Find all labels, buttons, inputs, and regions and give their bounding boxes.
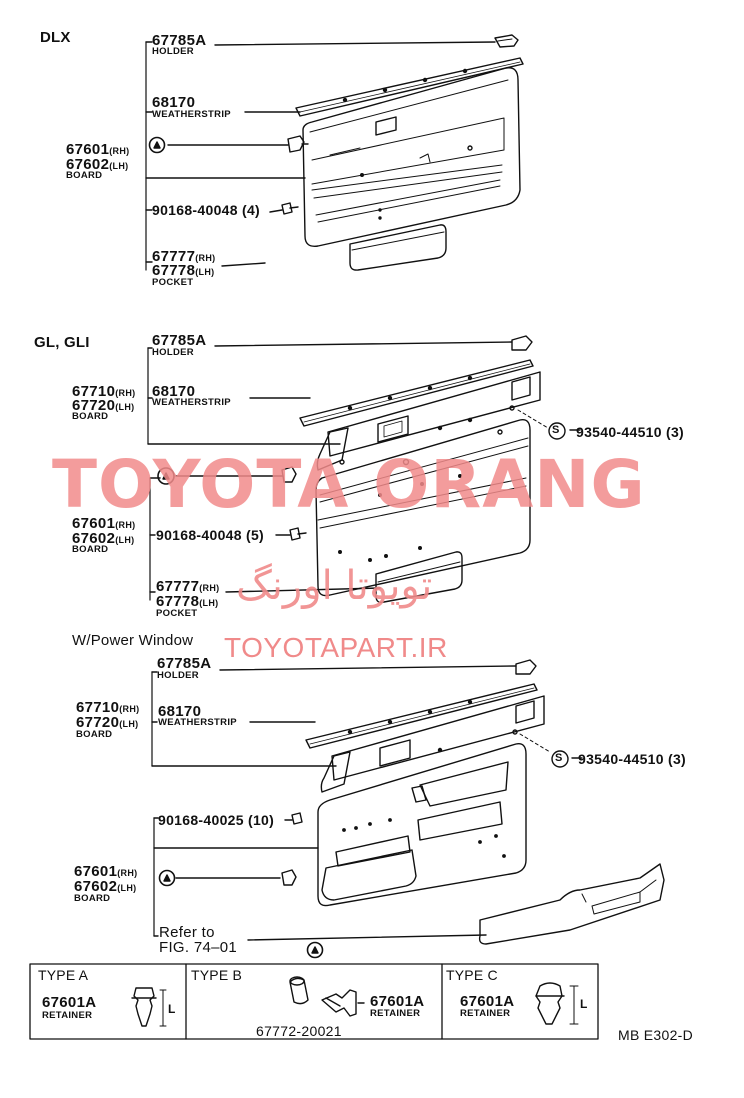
dlx-holder	[494, 34, 519, 48]
dlx-retainer	[287, 135, 305, 153]
pw-board2-pn-rh: 67710(RH)	[76, 699, 140, 716]
gl-holder-name: HOLDER	[152, 347, 194, 358]
pw-upper-panel	[331, 695, 545, 781]
type-c-retainer	[535, 982, 563, 1025]
type-b-title: TYPE B	[191, 967, 242, 983]
refer-to-text: Refer to	[159, 924, 215, 941]
dlx-ws-pn: 68170	[152, 94, 196, 111]
gl-pocket-pn-rh: 67777(RH)	[156, 578, 220, 595]
triangle-markers	[148, 136, 324, 959]
pw-armrest	[478, 863, 665, 945]
refer-fig-text: FIG. 74–01	[159, 939, 238, 956]
gl-board-name: BOARD	[72, 544, 109, 555]
gl-pocket-name: POCKET	[156, 608, 198, 619]
dlx-board-name: BOARD	[66, 170, 103, 181]
type-c-pn: 67601A	[460, 993, 515, 1010]
dlx-group	[145, 34, 524, 271]
pw-board-pn-rh: 67601(RH)	[74, 863, 138, 880]
type-a-name: RETAINER	[42, 1010, 93, 1021]
gl-retainer	[281, 466, 297, 483]
watermark-persian: تویوتا اورنگ	[236, 563, 433, 609]
gl-screw	[289, 527, 301, 541]
gl-ws-pn: 68170	[152, 383, 196, 400]
dlx-screw-pn: 90168-40048 (4)	[152, 202, 261, 218]
gl-board2-name: BOARD	[72, 411, 109, 422]
pw-clip-pn: 93540-44510 (3)	[578, 751, 687, 767]
pw-group	[151, 659, 665, 945]
section-dlx: DLX	[40, 29, 71, 46]
gl-screw-pn: 90168-40048 (5)	[156, 527, 265, 543]
pw-board-pn-lh: 67602(LH)	[74, 878, 137, 895]
triangle-marker-icon	[306, 941, 324, 959]
gl-holder	[511, 335, 533, 351]
gl-ws-name: WEATHERSTRIP	[152, 397, 231, 408]
triangle-marker-icon	[157, 467, 175, 485]
gl-board2-pn-rh: 67710(RH)	[72, 383, 136, 400]
dlx-weatherstrip	[295, 57, 524, 117]
triangle-marker-icon	[148, 136, 166, 154]
type-b-grommet	[289, 977, 309, 1005]
type-b-pn: 67601A	[370, 993, 425, 1010]
type-a-l: L	[168, 1002, 176, 1016]
gl-group	[147, 335, 581, 604]
triangle-marker-icon	[158, 869, 176, 887]
gl-holder-pn: 67785A	[152, 332, 207, 349]
type-a-title: TYPE A	[38, 967, 89, 983]
type-c-title: TYPE C	[446, 967, 498, 983]
watermark-site: TOYOTAPART.IR	[224, 632, 448, 663]
pw-holder	[515, 659, 537, 675]
gl-door-board	[315, 419, 531, 597]
section-power-window: W/Power Window	[72, 632, 194, 649]
gl-board2-pn-lh: 67720(LH)	[72, 397, 135, 414]
s-marker-icon	[551, 750, 569, 768]
dlx-pocket-pn-lh: 67778(LH)	[152, 262, 215, 279]
pw-ws-pn: 68170	[158, 703, 202, 720]
pw-ws-name: WEATHERSTRIP	[158, 717, 237, 728]
gl-weatherstrip	[299, 359, 534, 427]
pw-holder-pn: 67785A	[157, 655, 212, 672]
s-marker-icon	[548, 422, 566, 440]
figure-code: MB E302-D	[618, 1027, 694, 1043]
dlx-pocket-pn-rh: 67777(RH)	[152, 248, 216, 265]
type-b-name: RETAINER	[370, 1008, 421, 1019]
watermark-main: TOYOTA ORANG	[52, 446, 646, 523]
type-b-part: 67772-20021	[256, 1023, 342, 1039]
dlx-holder-pn: 67785A	[152, 32, 207, 49]
dlx-pocket-name: POCKET	[152, 277, 194, 288]
pw-board2-pn-lh: 67720(LH)	[76, 714, 139, 731]
pw-board2-name: BOARD	[76, 729, 113, 740]
pw-weatherstrip	[305, 683, 538, 749]
type-a-retainer	[133, 987, 155, 1027]
dlx-ws-name: WEATHERSTRIP	[152, 109, 231, 120]
pw-retainer	[281, 869, 297, 886]
pw-holder-name: HOLDER	[157, 670, 199, 681]
type-c-name: RETAINER	[460, 1008, 511, 1019]
gl-clip-pn: 93540-44510 (3)	[576, 424, 685, 440]
dlx-board-pn-lh: 67602(LH)	[66, 156, 129, 173]
dlx-board-pn-rh: 67601(RH)	[66, 141, 130, 158]
type-b-retainer	[321, 989, 357, 1017]
type-c-l: L	[580, 997, 588, 1011]
gl-board-pn-rh: 67601(RH)	[72, 515, 136, 532]
dlx-screw	[281, 202, 293, 215]
section-gl: GL, GLI	[34, 334, 90, 351]
type-table	[29, 963, 599, 1040]
gl-pocket	[375, 551, 463, 604]
dlx-door-board	[302, 67, 521, 247]
type-a-pn: 67601A	[42, 994, 97, 1011]
s-mark-text: S	[552, 424, 560, 436]
pw-screw	[291, 812, 303, 825]
dlx-holder-name: HOLDER	[152, 46, 194, 57]
pw-door-board	[317, 743, 527, 907]
s-mark-text: S	[555, 752, 563, 764]
gl-board-pn-lh: 67602(LH)	[72, 530, 135, 547]
gl-upper-panel	[327, 371, 541, 457]
pw-screw-pn: 90168-40025 (10)	[158, 812, 275, 828]
dlx-pocket	[349, 224, 447, 271]
pw-board-name: BOARD	[74, 893, 111, 904]
gl-pocket-pn-lh: 67778(LH)	[156, 593, 219, 610]
